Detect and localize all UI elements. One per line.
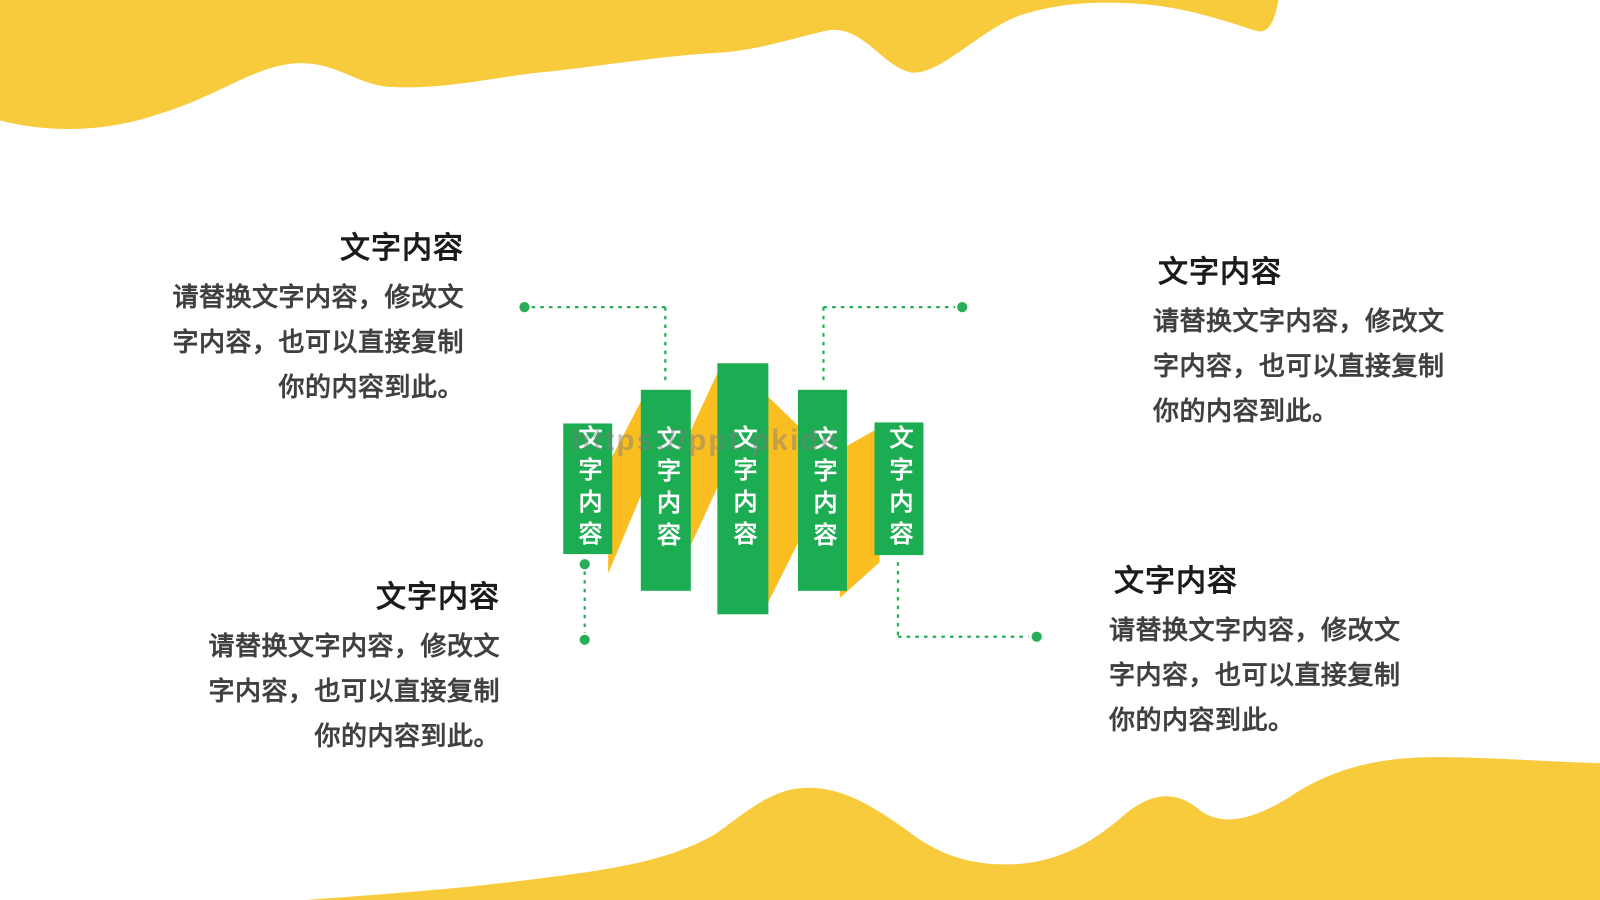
bar-3 xyxy=(717,363,769,615)
bar-3-label: 文字内容 xyxy=(729,424,756,553)
text-block-bottom-right-line-3: 你的内容到此。 xyxy=(1109,705,1295,735)
text-block-bottom-right-heading: 文字内容 xyxy=(1114,565,1238,598)
text-block-bottom-right-line-2: 字内容，也可以直接复制 xyxy=(1109,660,1401,690)
ribbon-4-5 xyxy=(839,427,880,598)
text-block-top-right-line-1: 请替换文字内容，修改文 xyxy=(1153,306,1445,336)
bar-1 xyxy=(563,423,613,555)
bar-5 xyxy=(874,422,924,556)
ribbon-1-2 xyxy=(608,391,646,574)
bar-4-label: 文字内容 xyxy=(809,426,836,554)
text-block-top-left-heading: 文字内容 xyxy=(340,232,464,265)
connector-dot-bottom-left-end xyxy=(579,634,590,645)
text-block-bottom-left-line-1: 请替换文字内容，修改文 xyxy=(208,631,500,661)
connector-dot-bottom-right xyxy=(1031,631,1042,642)
ribbon-3-4 xyxy=(766,394,800,607)
bar-2 xyxy=(640,389,691,591)
text-block-bottom-left: 文字内容 请替换文字内容，修改文 字内容，也可以直接复制 你的内容到此。 xyxy=(208,579,500,759)
text-block-top-left: 文字内容 请替换文字内容，修改文 字内容，也可以直接复制 你的内容到此。 xyxy=(172,230,464,410)
text-block-top-right-line-2: 字内容，也可以直接复制 xyxy=(1153,351,1445,381)
text-block-top-left-line-3: 你的内容到此。 xyxy=(278,372,464,402)
bar-2-label: 文字内容 xyxy=(652,426,680,554)
bar-5-label: 文字内容 xyxy=(885,424,912,553)
bar-4 xyxy=(797,389,847,591)
connector-dot-top-left xyxy=(519,302,530,313)
ribbon-2-3 xyxy=(681,362,723,566)
top-wave-shape xyxy=(0,0,1279,130)
text-block-bottom-left-heading: 文字内容 xyxy=(376,581,500,614)
text-block-top-right-heading: 文字内容 xyxy=(1158,256,1282,289)
text-block-bottom-right-line-1: 请替换文字内容，修改文 xyxy=(1109,615,1401,645)
text-block-bottom-left-line-2: 字内容，也可以直接复制 xyxy=(208,676,500,706)
text-block-top-right: 文字内容 请替换文字内容，修改文 字内容，也可以直接复制 你的内容到此。 xyxy=(1153,254,1445,434)
text-block-top-left-line-1: 请替换文字内容，修改文 xyxy=(172,282,464,312)
text-block-top-left-line-2: 字内容，也可以直接复制 xyxy=(172,327,464,357)
text-block-bottom-left-line-3: 你的内容到此。 xyxy=(314,721,500,751)
text-block-bottom-right: 文字内容 请替换文字内容，修改文 字内容，也可以直接复制 你的内容到此。 xyxy=(1109,563,1401,743)
bar-1-label: 文字内容 xyxy=(574,425,601,553)
bottom-wave-shape xyxy=(306,757,1600,900)
connector-dot-top-right xyxy=(957,302,968,313)
text-block-top-right-line-3: 你的内容到此。 xyxy=(1153,396,1339,426)
connector-dot-bottom-left-start xyxy=(579,559,590,570)
